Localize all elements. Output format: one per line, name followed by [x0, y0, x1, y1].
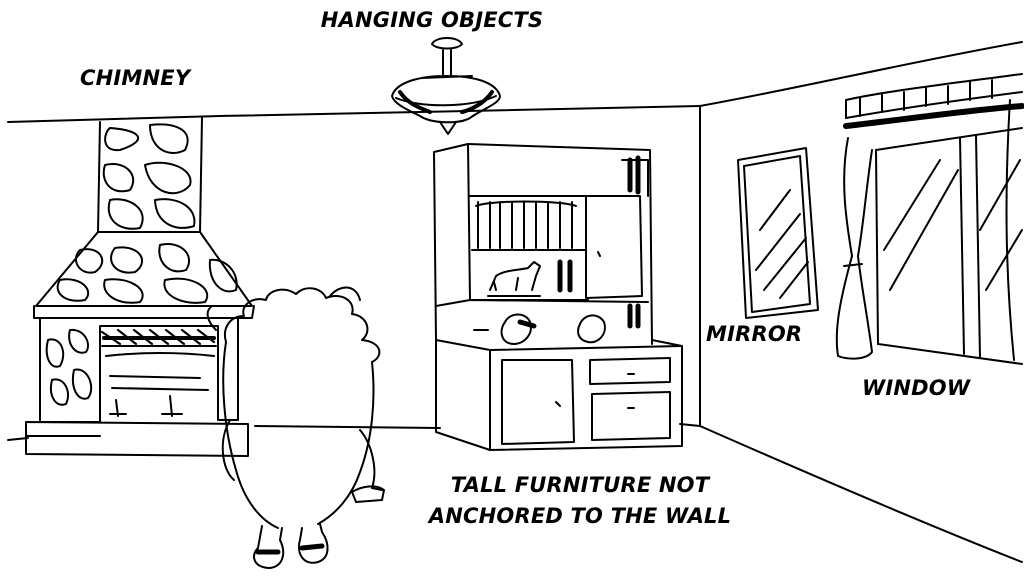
label-mirror: MIRROR — [706, 324, 802, 345]
character-shoes — [258, 546, 322, 552]
label-tall-furniture-line1: TALL FURNITURE NOT — [429, 470, 731, 501]
label-chimney: CHIMNEY — [80, 68, 190, 89]
fireplace-hatching — [102, 330, 214, 344]
chimney-fireplace — [26, 118, 254, 456]
hanging-lamp — [392, 38, 500, 134]
hutch-cabinet — [434, 144, 682, 450]
label-hanging-objects: HANGING OBJECTS — [321, 10, 543, 31]
mirror-frame — [738, 148, 818, 318]
label-window: WINDOW — [862, 378, 970, 399]
valance-shading — [846, 106, 1022, 126]
label-tall-furniture: TALL FURNITURE NOT ANCHORED TO THE WALL — [429, 470, 731, 532]
label-tall-furniture-line2: ANCHORED TO THE WALL — [429, 501, 731, 532]
